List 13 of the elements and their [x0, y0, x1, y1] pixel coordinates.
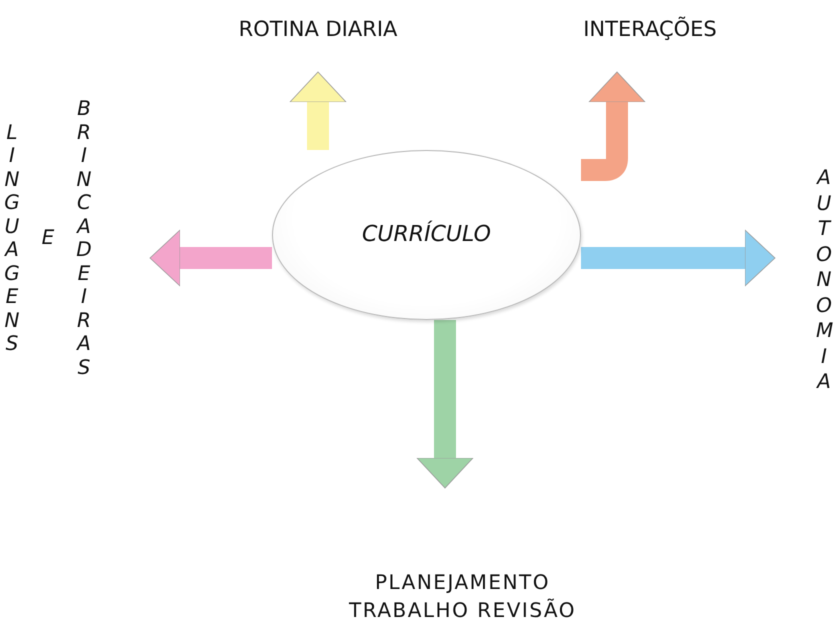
node-label: ROTINA DIARIA [238, 16, 398, 43]
block-arrow [150, 230, 272, 286]
block-arrow [581, 230, 776, 286]
node-label: PLANEJAMENTO TRABALHO REVISÃO [348, 569, 577, 624]
node-label: CURRÍCULO [362, 221, 491, 249]
vertical-text: LINGUAGENS [4, 120, 20, 356]
vertical-text: E [40, 226, 56, 250]
vertical-text: BRINCADEIRAS [76, 97, 92, 379]
block-arrow [290, 72, 346, 150]
vertical-text: AUTONOMIA [816, 165, 832, 395]
block-arrow [416, 320, 474, 488]
block-arrow [581, 72, 646, 181]
node-label: INTERAÇÕES [583, 16, 717, 43]
